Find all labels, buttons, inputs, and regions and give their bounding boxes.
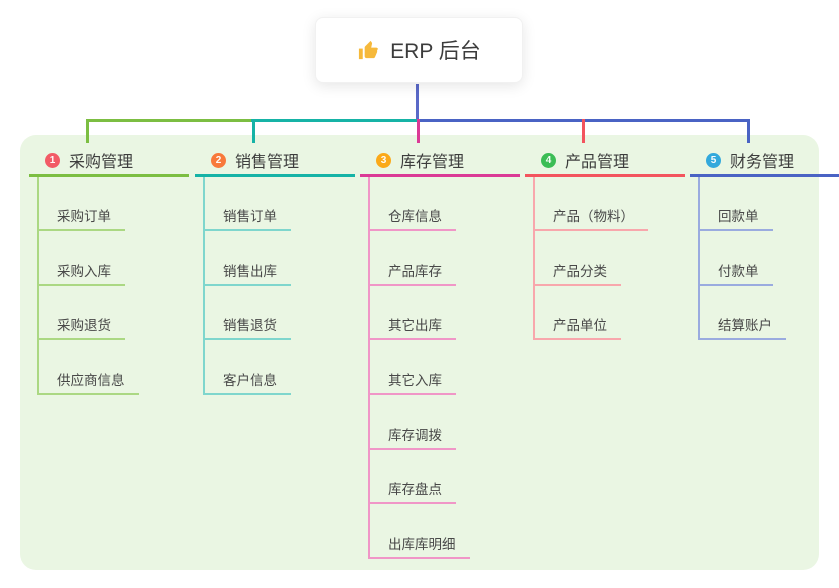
mindmap-root-node[interactable]: ERP 后台 — [315, 17, 523, 83]
leaf-node[interactable]: 销售订单 — [203, 203, 291, 231]
mindmap-panel — [20, 135, 819, 570]
branch-number-badge: 4 — [541, 152, 556, 168]
leaf-node[interactable]: 客户信息 — [203, 367, 291, 395]
leaf-node[interactable]: 产品单位 — [533, 312, 621, 340]
branch-title: 采购管理 — [69, 154, 134, 171]
branch-header-node[interactable]: 5 财务管理 — [690, 146, 839, 177]
branch-number-badge: 1 — [45, 152, 60, 168]
leaf-node[interactable]: 库存调拨 — [368, 422, 456, 450]
branch-finance: 5 财务管理 回款单 付款单 结算账户 — [690, 0, 839, 588]
leaf-node[interactable]: 回款单 — [698, 203, 773, 231]
branch-spine-line — [37, 177, 39, 395]
thumbs-up-icon — [357, 39, 380, 62]
leaf-node[interactable]: 出库库明细 — [368, 531, 470, 559]
branch-header-node[interactable]: 1 采购管理 — [29, 146, 189, 177]
leaf-node[interactable]: 产品库存 — [368, 258, 456, 286]
branch-spine-line — [203, 177, 205, 395]
branch-title: 销售管理 — [235, 154, 300, 171]
branch-procurement: 1 采购管理 采购订单 采购入库 采购退货 供应商信息 — [29, 0, 189, 588]
branch-number-badge: 2 — [211, 152, 226, 168]
branch-sales: 2 销售管理 销售订单 销售出库 销售退货 客户信息 — [195, 0, 355, 588]
branch-inventory: 3 库存管理 仓库信息 产品库存 其它出库 其它入库 库存调拨 库存盘点 出库库… — [360, 0, 520, 588]
branch-title: 库存管理 — [400, 154, 465, 171]
leaf-node[interactable]: 库存盘点 — [368, 476, 456, 504]
root-label: ERP 后台 — [390, 40, 481, 63]
branch-drop-line — [747, 119, 750, 143]
leaf-node[interactable]: 产品（物料） — [533, 203, 648, 231]
branch-drop-line — [86, 119, 89, 143]
branch-spine-line — [533, 177, 535, 340]
trunk-line — [416, 84, 419, 121]
leaf-node[interactable]: 其它入库 — [368, 367, 456, 395]
branch-title: 产品管理 — [565, 154, 630, 171]
branch-header-node[interactable]: 3 库存管理 — [360, 146, 520, 177]
leaf-node[interactable]: 采购入库 — [37, 258, 125, 286]
leaf-node[interactable]: 供应商信息 — [37, 367, 139, 395]
branch-bus-line — [86, 119, 253, 122]
branch-drop-line — [252, 119, 255, 143]
branch-product: 4 产品管理 产品（物料） 产品分类 产品单位 — [525, 0, 685, 588]
branch-number-badge: 3 — [376, 152, 391, 168]
leaf-node[interactable]: 采购退货 — [37, 312, 125, 340]
leaf-node[interactable]: 结算账户 — [698, 312, 786, 340]
branch-spine-line — [698, 177, 700, 340]
branch-drop-line — [582, 119, 585, 143]
leaf-node[interactable]: 其它出库 — [368, 312, 456, 340]
leaf-node[interactable]: 产品分类 — [533, 258, 621, 286]
leaf-node[interactable]: 销售退货 — [203, 312, 291, 340]
branch-bus-line — [251, 119, 419, 122]
leaf-node[interactable]: 仓库信息 — [368, 203, 456, 231]
leaf-node[interactable]: 采购订单 — [37, 203, 125, 231]
leaf-node[interactable]: 付款单 — [698, 258, 773, 286]
branch-number-badge: 5 — [706, 152, 721, 168]
branch-title: 财务管理 — [730, 154, 795, 171]
leaf-node[interactable]: 销售出库 — [203, 258, 291, 286]
branch-header-node[interactable]: 2 销售管理 — [195, 146, 355, 177]
branch-drop-line — [417, 119, 420, 143]
branch-spine-line — [368, 177, 370, 559]
branch-header-node[interactable]: 4 产品管理 — [525, 146, 685, 177]
